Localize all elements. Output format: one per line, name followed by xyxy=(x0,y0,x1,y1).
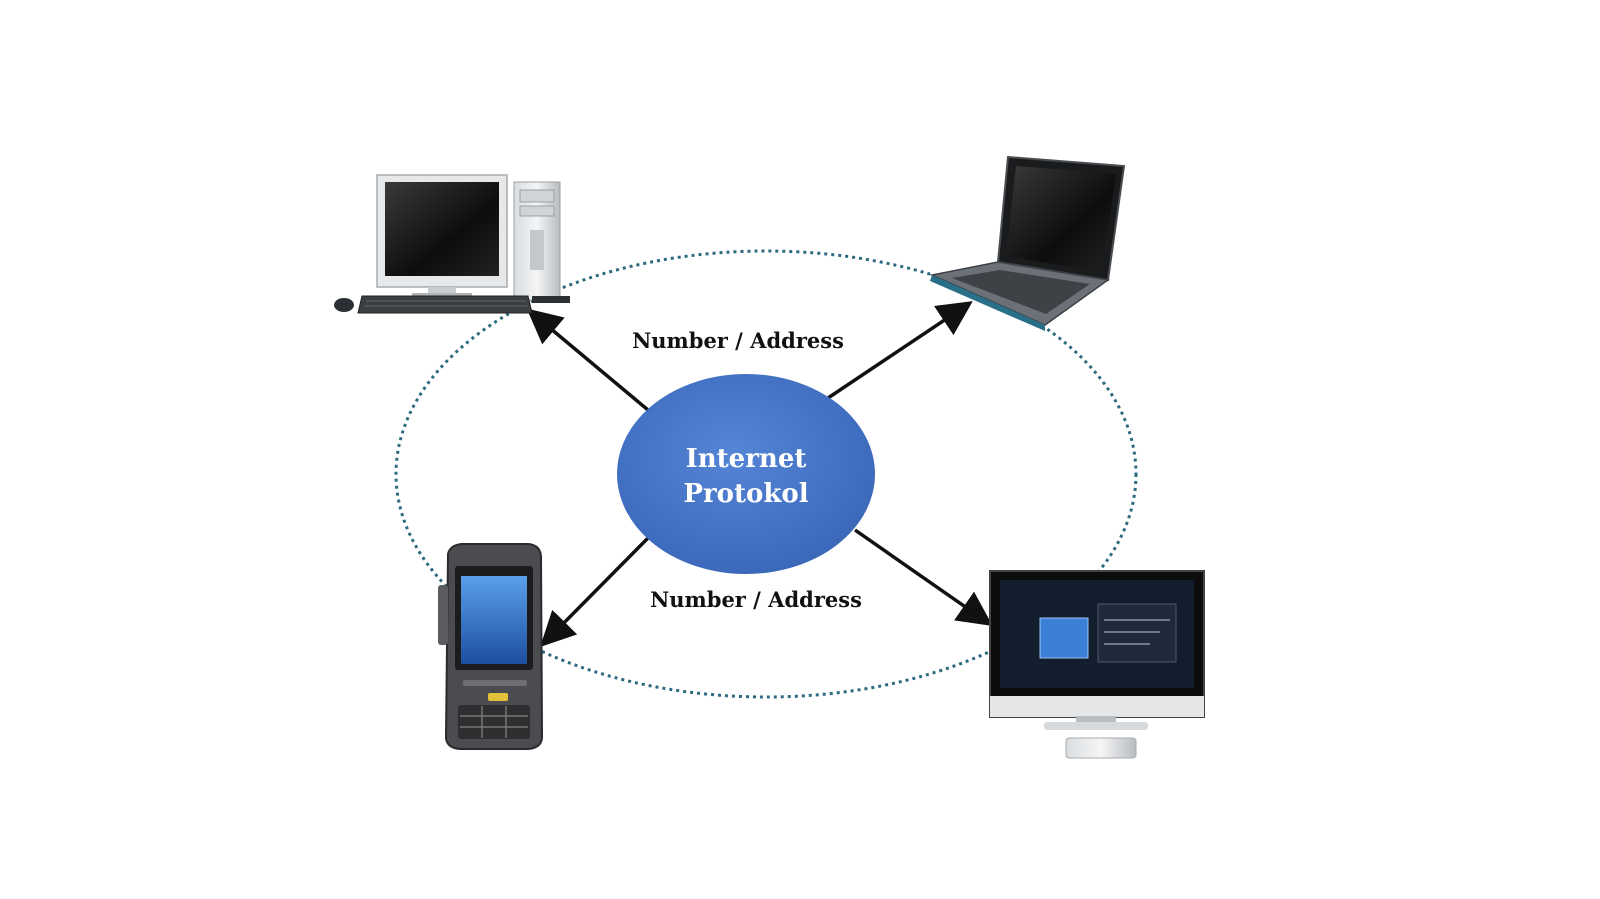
edge-label-top: Number / Address xyxy=(632,328,844,353)
center-label-line1: Internet xyxy=(686,444,807,474)
arrow-to-mobile xyxy=(540,536,650,647)
handheld-mobile-device-icon xyxy=(438,543,544,750)
laptop-icon xyxy=(929,155,1126,331)
arrow-to-tv xyxy=(853,528,993,627)
edge-label-bottom: Number / Address xyxy=(650,587,862,612)
tv-media-player-icon xyxy=(989,570,1205,759)
internet-protocol-node xyxy=(617,374,875,574)
center-label-line2: Protokol xyxy=(683,479,808,509)
desktop-computer-icon xyxy=(334,174,570,314)
network-ring xyxy=(394,249,1138,699)
arrow-to-desktop xyxy=(526,308,650,412)
arrow-to-laptop xyxy=(827,301,973,400)
